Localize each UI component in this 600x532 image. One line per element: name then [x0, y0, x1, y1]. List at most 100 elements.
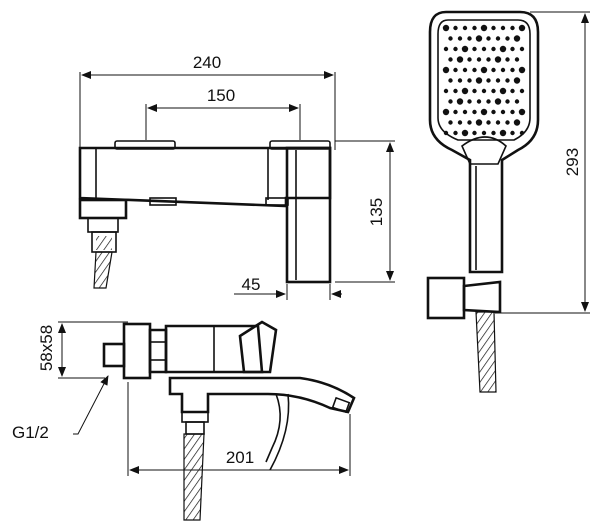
nozzle-dot — [495, 78, 501, 83]
nozzle-dot — [500, 67, 506, 73]
nozzle-dot — [448, 57, 453, 62]
nozzle-dot — [472, 109, 477, 115]
nozzle-dot — [475, 77, 483, 84]
nozzle-dot — [467, 36, 472, 41]
wall-bracket — [426, 276, 466, 320]
nozzle-dot — [462, 25, 468, 31]
nozzle-dot — [472, 130, 477, 136]
escutcheon — [122, 322, 152, 380]
nozzle-dot — [510, 25, 515, 31]
nozzle-dot — [513, 35, 521, 42]
nozzle-dot — [461, 129, 469, 137]
inlet-fitting — [102, 342, 126, 368]
diverter-rod — [265, 393, 281, 463]
nozzle-dot — [510, 109, 515, 115]
nozzle-dot — [519, 88, 525, 94]
nozzle-dot — [499, 129, 507, 137]
nozzle-dot — [462, 67, 468, 73]
nozzle-dot — [448, 36, 453, 41]
nozzle-dot — [448, 99, 453, 104]
nozzle-dot — [453, 88, 458, 94]
nozzle-dot — [486, 36, 491, 41]
thread-label: G1/2 — [12, 423, 49, 442]
nozzle-dot — [475, 35, 483, 42]
dimension-label-45: 45 — [242, 275, 261, 294]
nozzle-dot — [505, 57, 510, 62]
nozzle-dot — [480, 108, 488, 116]
nozzle-dot — [461, 87, 469, 95]
nozzle-dot — [505, 120, 510, 125]
lever-side — [238, 320, 278, 374]
dimension-label-240: 240 — [193, 53, 221, 72]
lever — [285, 146, 332, 284]
nozzle-dot — [467, 57, 472, 62]
spout — [168, 376, 356, 414]
dimension-label-135: 135 — [367, 198, 386, 226]
holder-clamp — [462, 280, 502, 314]
nozzle-dot — [494, 98, 502, 105]
nozzle-dot — [519, 46, 525, 52]
neck-joint — [461, 136, 507, 165]
nozzle-dot — [467, 78, 472, 83]
nozzle-dot — [456, 98, 464, 105]
spray-face — [437, 19, 531, 141]
nozzle-dot — [448, 78, 453, 83]
nozzle-dot — [491, 88, 496, 94]
nozzle-dot — [481, 46, 487, 52]
nozzle-dot — [480, 24, 488, 32]
nozzle-dot — [518, 66, 526, 74]
nozzle-dot — [442, 24, 450, 32]
nozzle-dot — [495, 36, 501, 41]
nozzle-dot — [481, 130, 487, 136]
hose — [183, 433, 205, 521]
nozzle-dot — [491, 46, 496, 52]
inlet-nut — [78, 198, 128, 220]
dimension-label-150: 150 — [207, 86, 235, 105]
hose-connector — [185, 421, 205, 435]
nozzle-dot — [462, 109, 468, 115]
nozzle-dot — [472, 46, 477, 52]
nozzle-dot — [499, 87, 507, 95]
nozzle-dot — [481, 88, 487, 94]
nozzle-dot — [491, 67, 496, 73]
nozzle-dot — [456, 56, 464, 63]
nozzle-dot — [495, 120, 501, 125]
nozzle-dot — [476, 99, 482, 104]
nozzle-dot — [510, 88, 515, 94]
nozzle-dot — [472, 67, 477, 73]
nozzle-dot — [505, 36, 510, 41]
nozzle-dot — [453, 67, 458, 73]
nozzle-dot — [500, 25, 506, 31]
nozzle-dot — [500, 109, 506, 115]
nozzle-dot — [443, 130, 449, 136]
nozzle-dot — [457, 36, 463, 41]
nozzle-dot — [491, 25, 496, 31]
dimension-label-58x58: 58x58 — [37, 325, 56, 371]
nozzle-dot — [514, 99, 520, 104]
nozzle-dot — [518, 108, 526, 116]
nozzle-dot — [475, 119, 483, 126]
diverter-rod — [269, 393, 290, 471]
nozzle-dot — [518, 24, 526, 32]
nozzle-dot — [472, 88, 477, 94]
mixer-body — [78, 146, 332, 208]
hose — [475, 311, 497, 393]
nozzle-dot — [486, 57, 491, 62]
nozzle-dot — [510, 130, 515, 136]
leader-line — [73, 375, 109, 435]
hose-connector — [181, 411, 209, 423]
nozzle-dot — [453, 130, 458, 136]
hand-shower: 293 — [426, 10, 590, 393]
nozzle-dot — [491, 130, 496, 136]
nozzle-dot — [480, 66, 488, 74]
nozzle-dot — [453, 46, 458, 52]
nozzle-dot — [443, 46, 449, 52]
nozzle-dot — [510, 67, 515, 73]
nozzle-dot — [499, 45, 507, 53]
nozzle-dot — [510, 46, 515, 52]
dimension-label-293: 293 — [563, 148, 582, 176]
nozzle-dot — [443, 88, 449, 94]
aerator — [331, 396, 351, 414]
nozzle-dot — [461, 45, 469, 53]
